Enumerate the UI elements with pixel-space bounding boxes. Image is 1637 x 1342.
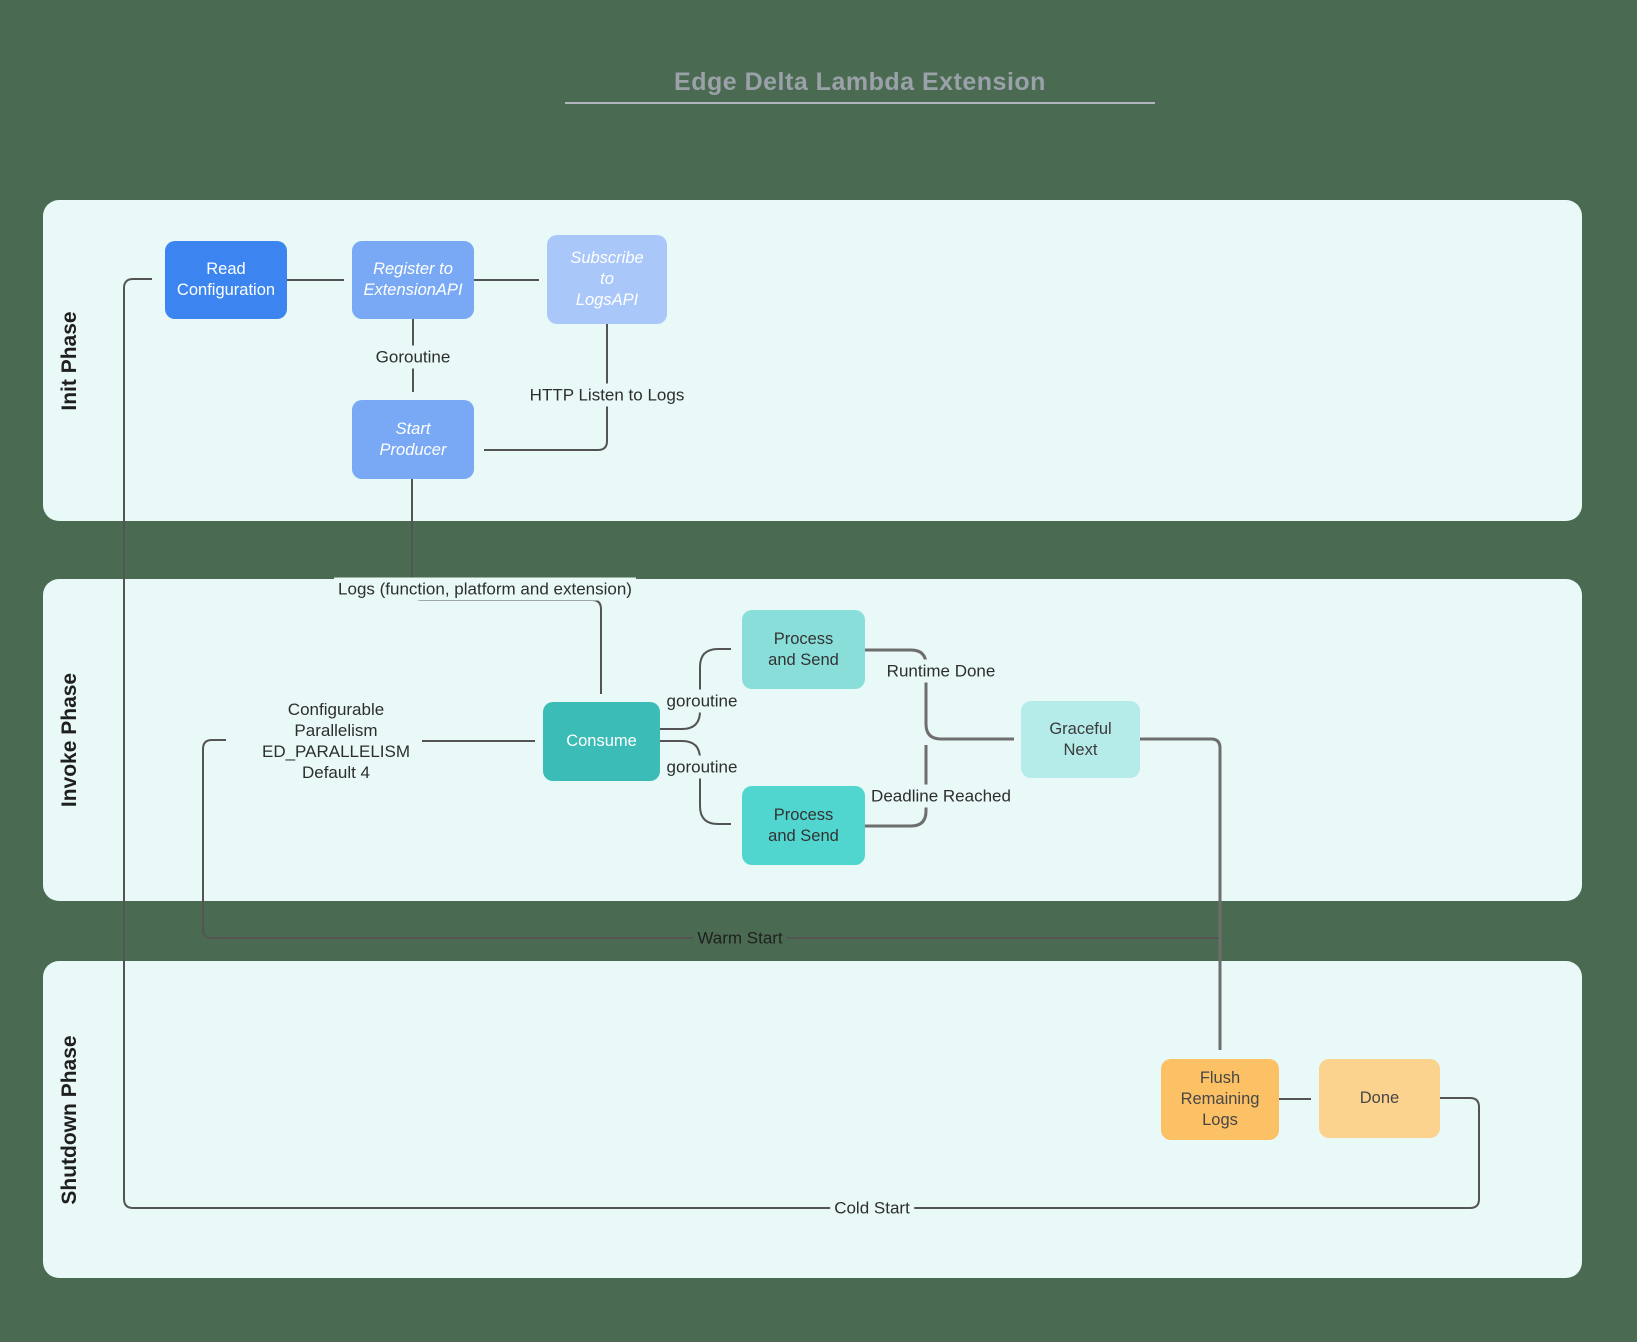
label-goroutine-bottom: goroutine — [662, 755, 742, 779]
diagram-title: Edge Delta Lambda Extension — [674, 68, 1046, 96]
connector-consume-to-process-top — [660, 648, 731, 730]
node-register-to-extensionapi: Register to ExtensionAPI — [352, 241, 474, 319]
node-read-configuration: Read Configuration — [165, 241, 287, 319]
node-graceful-next: Graceful Next — [1021, 701, 1140, 778]
connector-subscribe-to-producer — [484, 324, 608, 451]
node-start-producer: Start Producer — [352, 400, 474, 479]
label-logs-flow: Logs (function, platform and extension) — [334, 577, 636, 601]
label-cold-start: Cold Start — [830, 1196, 914, 1220]
label-warm-start: Warm Start — [693, 926, 787, 950]
connector-warm-start — [202, 739, 1220, 939]
node-done: Done — [1319, 1059, 1440, 1138]
connector-cold-start — [123, 278, 1480, 1209]
label-goroutine-top: goroutine — [662, 689, 742, 713]
label-deadline-reached: Deadline Reached — [867, 784, 1015, 808]
node-subscribe-to-logsapi: Subscribe to LogsAPI — [547, 235, 667, 324]
title-underline — [565, 102, 1155, 104]
node-flush-remaining-logs: Flush Remaining Logs — [1161, 1059, 1279, 1140]
node-process-and-send-top: Process and Send — [742, 610, 865, 689]
node-consume: Consume — [543, 702, 660, 781]
label-goroutine-init: Goroutine — [371, 345, 455, 369]
label-http-listen-to-logs: HTTP Listen to Logs — [525, 383, 689, 407]
node-process-and-send-bottom: Process and Send — [742, 786, 865, 865]
label-runtime-done: Runtime Done — [882, 659, 1000, 683]
label-configurable-parallelism: Configurable Parallelism ED_PARALLELISM … — [261, 700, 411, 782]
connector-consume-to-process-bottom — [660, 740, 731, 825]
connector-deadline-reached — [865, 745, 928, 828]
connector-graceful-to-flush — [1140, 737, 1222, 1050]
connector-runtime-done — [865, 648, 1014, 741]
band-init-phase: Init Phase — [43, 200, 1582, 521]
